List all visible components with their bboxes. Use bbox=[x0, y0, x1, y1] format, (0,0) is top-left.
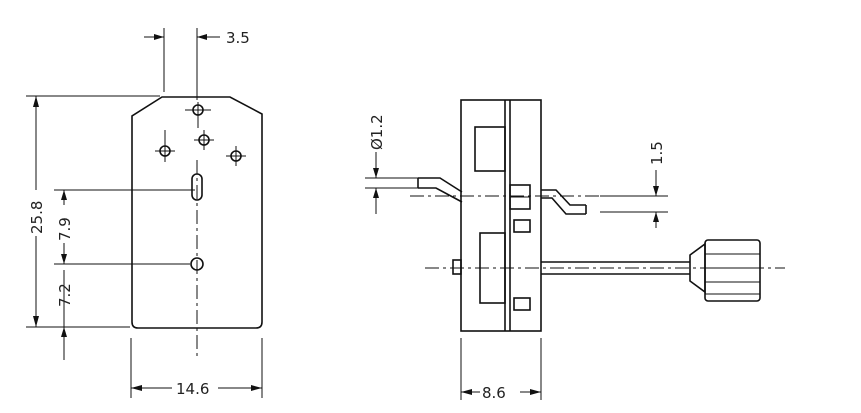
side-view bbox=[410, 99, 785, 332]
side-dimensions: Ø1.2 1.5 8.6 bbox=[365, 114, 668, 402]
front-dimensions: 3.5 25.8 7.9 7.2 14.6 bbox=[26, 28, 263, 398]
front-outline bbox=[131, 96, 263, 329]
dim-3-5: 3.5 bbox=[226, 29, 250, 47]
left-pin bbox=[418, 177, 463, 203]
dim-8-6: 8.6 bbox=[482, 384, 506, 402]
side-body bbox=[460, 99, 542, 332]
dim-1-5: 1.5 bbox=[648, 141, 666, 165]
dim-7-2: 7.2 bbox=[56, 283, 74, 307]
right-pin bbox=[541, 189, 586, 215]
dim-7-9: 7.9 bbox=[56, 217, 74, 241]
dim-14-6: 14.6 bbox=[176, 380, 209, 398]
dim-25-8: 25.8 bbox=[28, 201, 46, 234]
knob-grip bbox=[704, 239, 761, 302]
dim-diameter-1-2: Ø1.2 bbox=[368, 114, 386, 150]
front-view bbox=[131, 60, 263, 360]
